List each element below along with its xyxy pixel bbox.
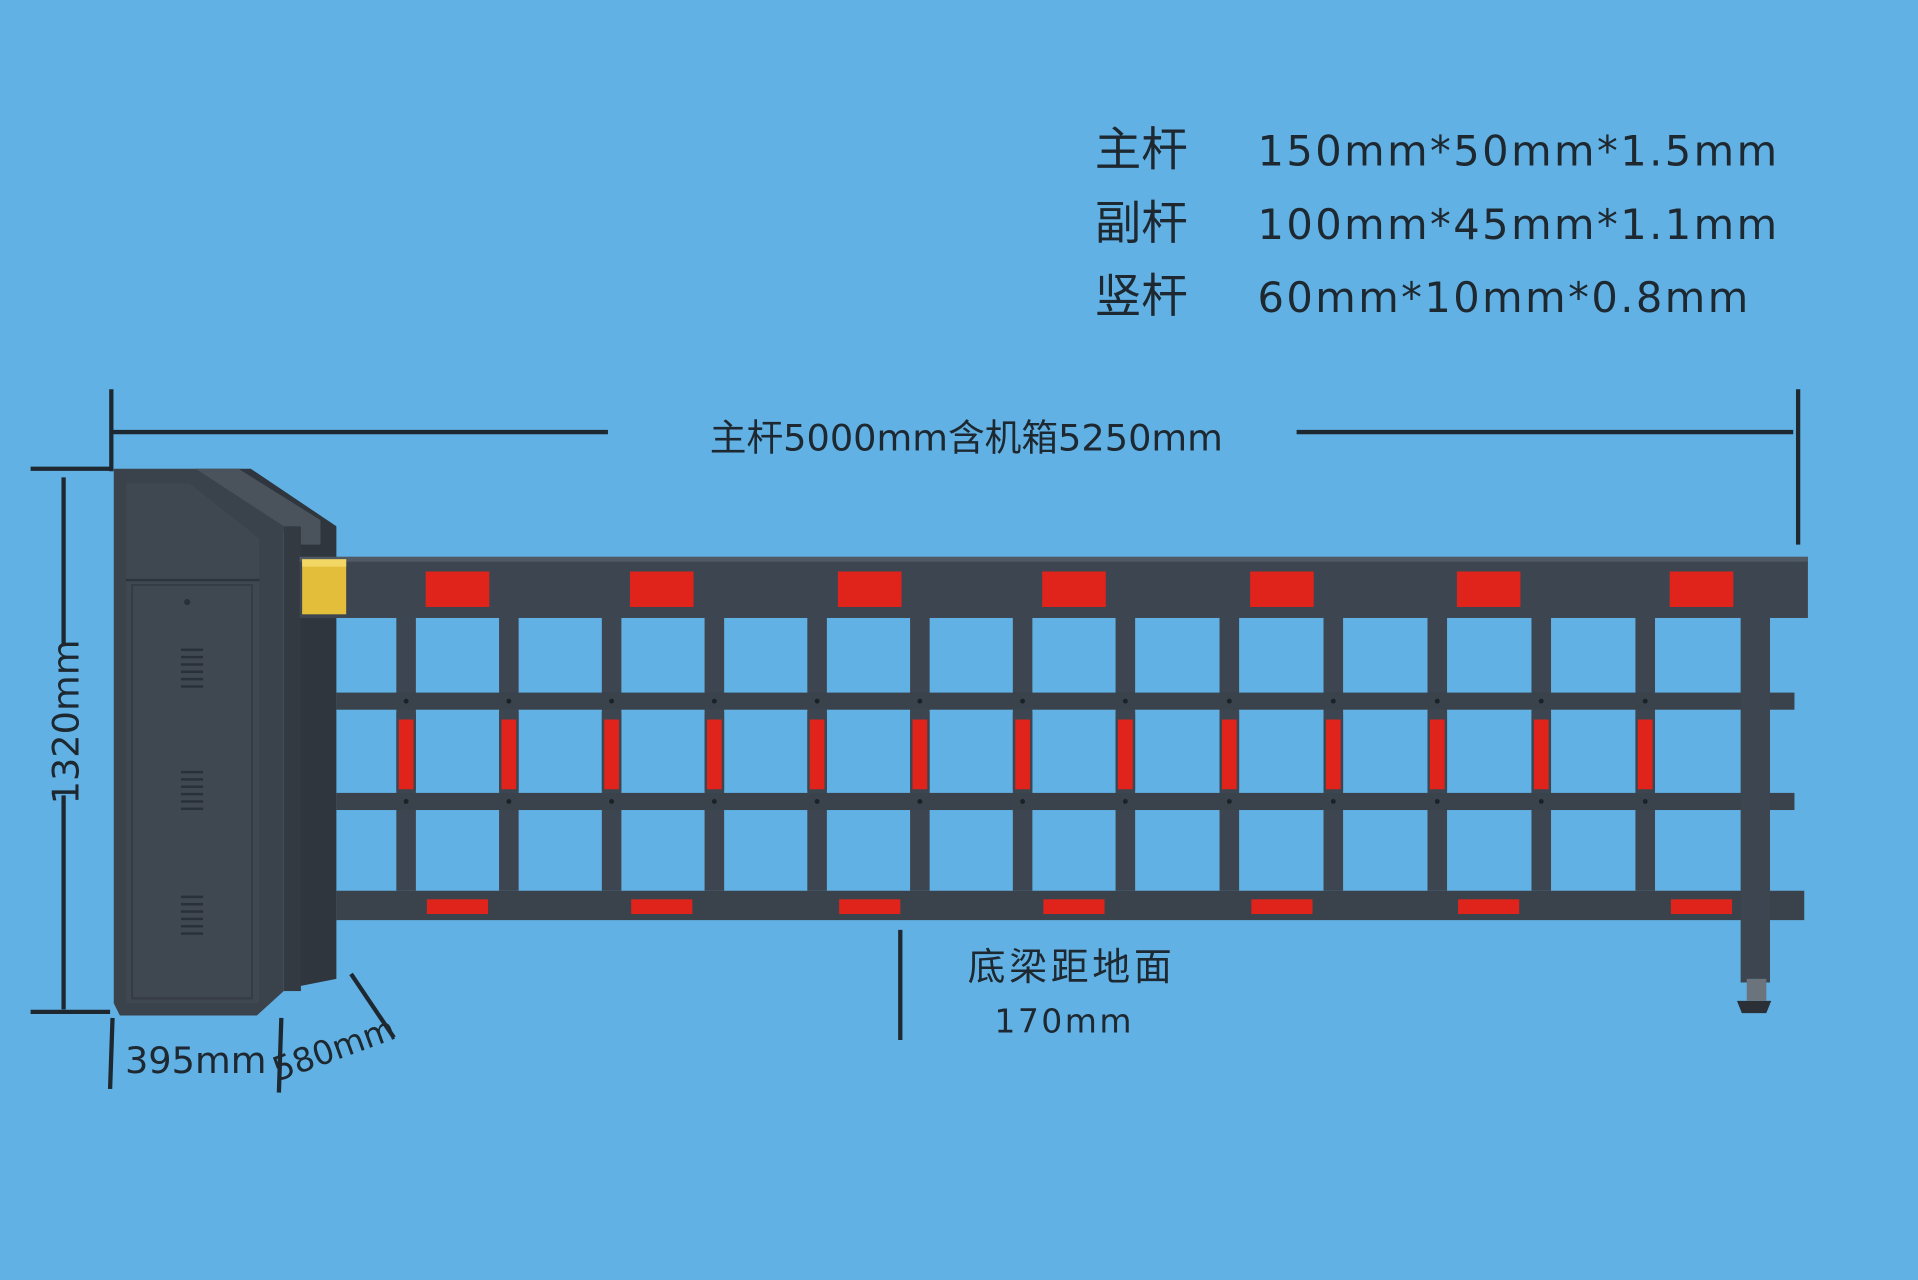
leg-foot: [1736, 1000, 1772, 1014]
beam-reflector: [425, 571, 490, 607]
spec-value: 60mm*10mm*0.8mm: [1257, 273, 1750, 322]
ground-clearance-value: 170mm: [994, 1002, 1134, 1041]
post-reflector: [1429, 719, 1445, 790]
horizontal-bar: [336, 792, 1795, 811]
height-label: 1320mm: [44, 640, 87, 805]
bottom-reflector: [839, 899, 901, 914]
bottom-reflector: [426, 899, 489, 914]
post-reflector: [1533, 719, 1549, 790]
beam-reflector: [837, 571, 902, 607]
vent-slot: [181, 663, 204, 666]
spec-label: 副杆: [1095, 196, 1188, 250]
spec-value: 150mm*50mm*1.5mm: [1257, 126, 1779, 175]
vent-slot: [181, 648, 204, 652]
vent-slot: [181, 807, 204, 811]
ground-clearance-label: 底梁距地面: [968, 945, 1176, 989]
beam-reflector: [1456, 571, 1521, 607]
cabinet-width-label: 395mm: [125, 1039, 267, 1082]
vent-slot: [181, 770, 204, 774]
vent-slot: [181, 925, 204, 928]
bottom-reflector: [1251, 899, 1313, 914]
gate-cabinet: [113, 468, 337, 1016]
support-leg: [1740, 617, 1770, 983]
vent-slot: [181, 800, 204, 803]
length-dimension: 主杆5000mm含机箱5250mm: [109, 389, 1801, 545]
vent-slot: [181, 910, 204, 913]
bottom-reflector: [1458, 899, 1520, 914]
vent-slot: [181, 670, 204, 674]
post-reflector: [1325, 719, 1341, 790]
post-reflector: [1015, 719, 1030, 790]
post-reflector: [604, 719, 619, 790]
vent-slot: [181, 932, 204, 935]
post-reflector: [1637, 719, 1653, 790]
boom-clamp: [302, 559, 347, 615]
beam-reflector: [1669, 571, 1734, 607]
spec-label: 主杆: [1095, 122, 1188, 176]
spec-value: 100mm*45mm*1.1mm: [1257, 200, 1779, 249]
vent-slot: [181, 655, 204, 659]
post-reflector: [809, 719, 825, 790]
vent-slot: [181, 902, 204, 906]
height-dimension: 1320mm: [30, 466, 111, 1014]
vent-slot: [181, 685, 204, 688]
beam-reflector: [1042, 571, 1106, 607]
spec-label: 竖杆: [1095, 269, 1188, 323]
beam-reflector: [1250, 571, 1314, 607]
vent-slot: [181, 917, 204, 921]
vent-slot: [181, 792, 204, 796]
boom-arm: [299, 556, 1808, 1014]
bottom-reflector: [1670, 899, 1733, 914]
vent-slot: [181, 785, 204, 789]
bottom-reflector: [1043, 899, 1105, 914]
post-reflector: [398, 719, 414, 790]
post-reflector: [1118, 719, 1133, 790]
beam-reflector: [629, 571, 694, 607]
post-reflector: [501, 719, 517, 790]
bottom-reflector: [631, 899, 693, 914]
vent-slot: [181, 895, 204, 899]
ground-clearance: 底梁距地面 170mm: [898, 929, 1176, 1041]
vent-slot: [181, 677, 204, 681]
length-label: 主杆5000mm含机箱5250mm: [710, 416, 1223, 459]
spec-list: 主杆 150mm*50mm*1.5mm 副杆 100mm*45mm*1.1mm …: [1095, 122, 1779, 323]
post-reflector: [912, 719, 928, 790]
post-reflector: [1221, 719, 1237, 790]
lock-icon: [184, 599, 191, 606]
vent-slot: [181, 778, 204, 781]
horizontal-bar: [336, 692, 1795, 710]
post-reflector: [707, 719, 722, 790]
